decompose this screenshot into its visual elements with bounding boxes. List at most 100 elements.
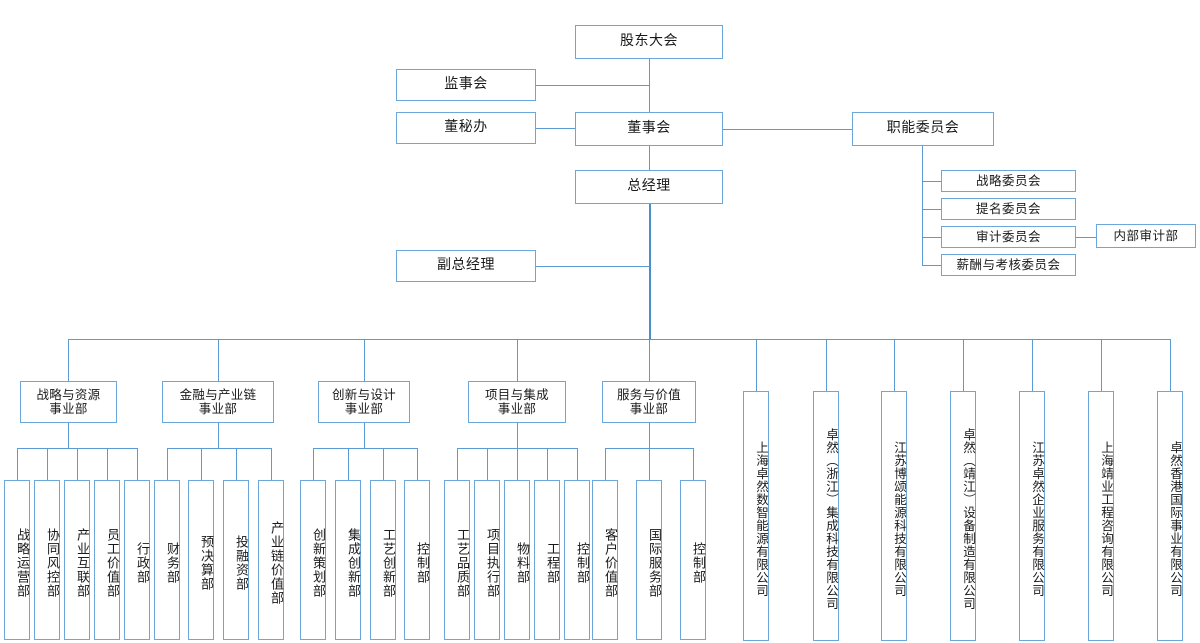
connector-bus-to-subsidiary-4	[963, 339, 964, 391]
connector-subdept-drop-3-2	[348, 448, 349, 480]
node-subsidiary-zhuoran-jingjiang-equipment[interactable]: 卓然（靖江）设备制造有限公司	[950, 391, 976, 641]
connector-subdept-drop-4-2	[487, 448, 488, 480]
node-committee-strategy[interactable]: 战略委员会	[941, 170, 1076, 192]
connector-subdept-drop-2-3	[236, 448, 237, 480]
connector-deputy-to-spine	[536, 266, 650, 267]
connector-subdept-drop-5-1	[605, 448, 606, 480]
node-dept-investment-financing[interactable]: 投融资部	[223, 480, 249, 640]
connector-secretary-to-board	[536, 128, 575, 129]
connector-subdept-drop-5-3	[693, 448, 694, 480]
connector-bus-to-subsidiary-3	[894, 339, 895, 391]
connector-board-to-gm	[649, 146, 650, 170]
connector-subdept-drop-1-4	[107, 448, 108, 480]
connector-subdept-drop-1-3	[77, 448, 78, 480]
node-dept-international-service[interactable]: 国际服务部	[636, 480, 662, 640]
connector-subdept-drop-4-5	[577, 448, 578, 480]
connector-main-distribution-bus	[68, 339, 1170, 340]
connector-committee-strategy-stub	[922, 181, 941, 182]
node-deputy-general-manager[interactable]: 副总经理	[396, 250, 536, 282]
node-dept-integrated-innovation[interactable]: 集成创新部	[335, 480, 361, 640]
connector-bus-to-division-5	[649, 339, 650, 381]
division-label: 创新与设计 事业部	[332, 388, 396, 417]
connector-committee-audit-stub	[922, 237, 941, 238]
node-dept-engineering[interactable]: 工程部	[534, 480, 560, 640]
connector-committee-vertical-bus	[922, 146, 923, 265]
node-subsidiary-shanghai-zhuoran-digital-energy[interactable]: 上海卓然数智能源有限公司	[743, 391, 769, 641]
division-label-line2: 事业部	[629, 402, 669, 416]
node-dept-control-service[interactable]: 控制部	[680, 480, 706, 640]
connector-gm-main-spine	[649, 204, 651, 340]
division-label-line2: 事业部	[344, 402, 384, 416]
connector-audit-to-internal-audit	[1076, 237, 1096, 238]
connector-bus-to-subsidiary-6	[1101, 339, 1102, 391]
division-label-line1: 金融与产业链	[179, 387, 257, 402]
node-dept-project-execution[interactable]: 项目执行部	[474, 480, 500, 640]
node-general-manager[interactable]: 总经理	[575, 170, 723, 204]
connector-bus-to-subsidiary-7	[1170, 339, 1171, 391]
connector-subdept-drop-1-5	[137, 448, 138, 480]
node-subsidiary-zhuoran-hongkong-international[interactable]: 卓然香港国际事业有限公司	[1157, 391, 1183, 641]
node-dept-materials[interactable]: 物料部	[504, 480, 530, 640]
connector-subdept-drop-1-1	[17, 448, 18, 480]
node-dept-strategy-operations[interactable]: 战略运营部	[4, 480, 30, 640]
node-dept-finance[interactable]: 财务部	[154, 480, 180, 640]
node-committee-audit[interactable]: 审计委员会	[941, 226, 1076, 248]
node-board-secretary-office[interactable]: 董秘办	[396, 112, 536, 144]
connector-subdept-drop-1-2	[47, 448, 48, 480]
node-subsidiary-jiangsu-zhuoran-enterprise-service[interactable]: 江苏卓然企业服务有限公司	[1019, 391, 1045, 641]
node-dept-administration[interactable]: 行政部	[124, 480, 150, 640]
node-dept-industrial-internet[interactable]: 产业互联部	[64, 480, 90, 640]
node-dept-control-project[interactable]: 控制部	[564, 480, 590, 640]
connector-division-5-stem	[649, 423, 650, 448]
connector-division-4-stem	[517, 423, 518, 448]
node-committee-remuneration[interactable]: 薪酬与考核委员会	[941, 254, 1076, 276]
connector-division-1-stem	[68, 423, 69, 448]
connector-committee-nomination-stub	[922, 209, 941, 210]
connector-bus-to-subsidiary-2	[826, 339, 827, 391]
node-board-of-directors[interactable]: 董事会	[575, 112, 723, 146]
node-internal-audit-department[interactable]: 内部审计部	[1096, 224, 1196, 248]
node-division-strategy-resource[interactable]: 战略与资源 事业部	[20, 381, 117, 423]
node-dept-industry-chain-value[interactable]: 产业链价值部	[258, 480, 284, 640]
connector-subdept-drop-4-1	[457, 448, 458, 480]
division-label: 战略与资源 事业部	[36, 388, 100, 417]
node-dept-process-innovation[interactable]: 工艺创新部	[370, 480, 396, 640]
node-dept-customer-value[interactable]: 客户价值部	[592, 480, 618, 640]
connector-bus-to-subsidiary-1	[756, 339, 757, 391]
node-dept-process-quality[interactable]: 工艺品质部	[444, 480, 470, 640]
connector-division-3-stem	[364, 423, 365, 448]
division-label-line2: 事业部	[198, 402, 238, 416]
node-functional-committee[interactable]: 职能委员会	[852, 112, 994, 146]
division-label-line1: 创新与设计	[331, 387, 396, 402]
node-subsidiary-zhuoran-zhejiang-integration[interactable]: 卓然（浙江）集成科技有限公司	[813, 391, 839, 641]
division-label: 项目与集成 事业部	[485, 388, 549, 417]
node-division-service-value[interactable]: 服务与价值 事业部	[602, 381, 696, 423]
node-shareholders-meeting[interactable]: 股东大会	[575, 25, 723, 59]
division-label-line1: 项目与集成	[484, 387, 549, 402]
division-label: 金融与产业链 事业部	[180, 388, 257, 417]
node-subsidiary-shanghai-jingye-engineering-consulting[interactable]: 上海靖业工程咨询有限公司	[1088, 391, 1114, 641]
connector-subdept-drop-2-4	[271, 448, 272, 480]
node-dept-employee-value[interactable]: 员工价值部	[94, 480, 120, 640]
division-label-line2: 事业部	[497, 402, 537, 416]
node-dept-control-innovation[interactable]: 控制部	[404, 480, 430, 640]
node-dept-budget-settlement[interactable]: 预决算部	[188, 480, 214, 640]
connector-subdept-drop-2-1	[167, 448, 168, 480]
node-dept-innovation-planning[interactable]: 创新策划部	[300, 480, 326, 640]
division-label: 服务与价值 事业部	[617, 388, 681, 417]
connector-subdept-drop-4-3	[517, 448, 518, 480]
connector-bus-to-division-1	[68, 339, 69, 381]
division-label-line1: 服务与价值	[616, 387, 681, 402]
division-label-line2: 事业部	[49, 402, 88, 416]
node-dept-collaborative-risk-control[interactable]: 协同风控部	[34, 480, 60, 640]
node-subsidiary-jiangsu-bosong-energy[interactable]: 江苏博颂能源科技有限公司	[881, 391, 907, 641]
connector-board-to-committee	[723, 129, 852, 130]
node-supervisory-board[interactable]: 监事会	[396, 69, 536, 101]
node-committee-nomination[interactable]: 提名委员会	[941, 198, 1076, 220]
node-division-innovation-design[interactable]: 创新与设计 事业部	[318, 381, 410, 423]
node-division-finance-industry-chain[interactable]: 金融与产业链 事业部	[162, 381, 274, 423]
connector-division-2-stem	[218, 423, 219, 448]
node-division-project-integration[interactable]: 项目与集成 事业部	[468, 381, 566, 423]
connector-bus-to-division-3	[364, 339, 365, 381]
